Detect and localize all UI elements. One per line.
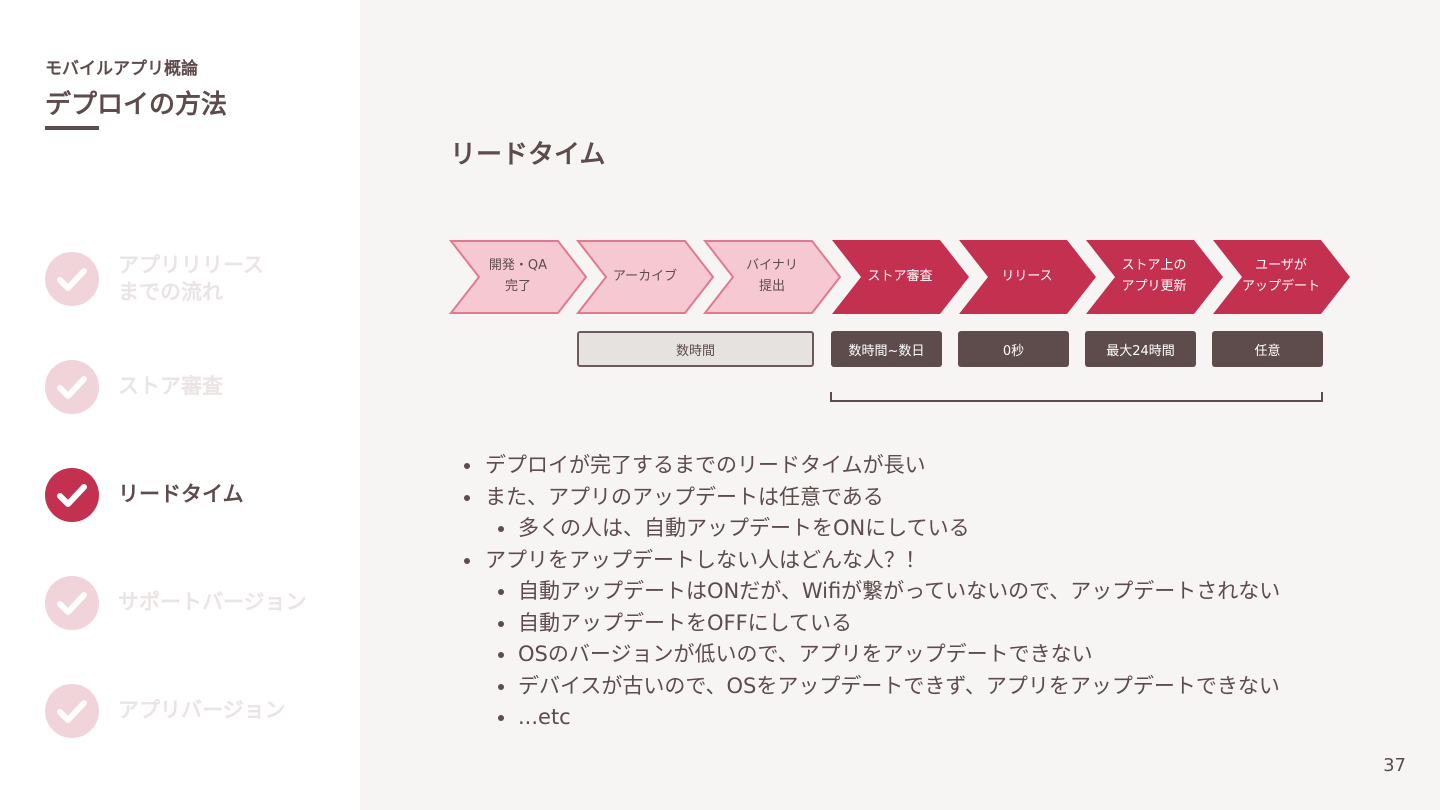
- bullet-dot: [498, 620, 504, 627]
- step-arrow: [832, 240, 969, 314]
- step-label: アーカイブ: [612, 268, 678, 284]
- bullet-text: 多くの人は、自動アップデートをONにしている: [518, 516, 970, 540]
- duration-box: 任意: [1212, 331, 1323, 367]
- step-label: バイナリ 提出: [746, 258, 798, 294]
- step-label: ストア審査: [867, 268, 933, 284]
- bullet-item: 多くの人は、自動アップデートをONにしている: [462, 513, 1382, 545]
- span-bracket: [830, 392, 1323, 402]
- bullet-item: OSのバージョンが低いので、アプリをアップデートできない: [462, 639, 1382, 671]
- step-arrow: [702, 240, 842, 314]
- toc-item-label: ストア審査: [118, 374, 223, 399]
- bullet-text: アプリをアップデートしない人はどんな人？！: [485, 547, 926, 572]
- bullet-item: 自動アップデートはONだが、Wifiが繋がっていないので、アップデートされない: [462, 576, 1382, 608]
- step-label: リリース: [1001, 268, 1053, 284]
- bullet-item: 自動アップデートをOFFにしている: [462, 608, 1382, 640]
- bullet-dot: [464, 494, 470, 501]
- step-label: ストア上の アプリ更新: [1121, 258, 1187, 294]
- duration-box: 最大24時間: [1085, 331, 1196, 367]
- course-subject: モバイルアプリ概論: [45, 59, 198, 79]
- toc-item-support-version[interactable]: サポートバージョン: [45, 576, 345, 632]
- deck-title: デプロイの方法: [45, 90, 228, 120]
- bullet-dot: [498, 652, 504, 658]
- bullet-text: ...etc: [518, 705, 571, 729]
- step-arrow: [1086, 240, 1223, 314]
- step-label: ユーザが アップデート: [1241, 258, 1320, 294]
- toc-item-release-flow[interactable]: アプリリリース までの流れ: [45, 252, 345, 308]
- check-icon: [45, 576, 99, 630]
- step-arrow: [575, 240, 715, 314]
- bullet-item: ...etc: [462, 702, 1382, 734]
- section-title: リードタイム: [450, 140, 606, 170]
- bullet-item: デバイスが古いので、OSをアップデートできず、アプリをアップデートできない: [462, 671, 1382, 703]
- bullet-dot: [498, 683, 504, 690]
- step-arrow: [1213, 240, 1350, 314]
- bullet-dot: [498, 715, 504, 721]
- step-label: 開発・QA 完了: [488, 258, 548, 294]
- deployment-flow-diagram: 開発・QA 完了 アーカイブ バイナリ 提出 ストア審査 リリース ストア上の …: [448, 240, 1350, 402]
- bullet-dot: [464, 463, 470, 469]
- bullet-text: デプロイが完了するまでのリードタイムが長い: [485, 453, 926, 477]
- check-icon: [45, 252, 99, 306]
- duration-box: 数時間~数日: [831, 331, 942, 367]
- bullet-dot: [498, 526, 504, 532]
- bullet-list: デプロイが完了するまでのリードタイムが長い また、アプリのアップデートは任意であ…: [462, 450, 1382, 734]
- step-arrow: [448, 240, 588, 314]
- toc-item-lead-time[interactable]: リードタイム: [45, 468, 345, 524]
- toc-item-label: アプリバージョン: [118, 698, 286, 723]
- toc-item-label: サポートバージョン: [118, 590, 307, 615]
- bullet-item: デプロイが完了するまでのリードタイムが長い: [462, 450, 1382, 482]
- title-underline: [45, 126, 99, 130]
- toc-item-label: リードタイム: [118, 482, 244, 507]
- duration-box: 0秒: [958, 331, 1069, 367]
- check-icon: [45, 360, 99, 414]
- sidebar: モバイルアプリ概論 デプロイの方法 アプリリリース までの流れ ストア審査 リー…: [0, 0, 360, 810]
- page-number: 37: [1383, 755, 1406, 776]
- flow-shapes: [448, 240, 1350, 402]
- check-icon: [45, 684, 99, 738]
- bullet-text: OSのバージョンが低いので、アプリをアップデートできない: [518, 642, 1093, 666]
- duration-box: 数時間: [577, 331, 814, 367]
- toc-item-label: アプリリリース までの流れ: [118, 252, 264, 304]
- toc-item-store-review[interactable]: ストア審査: [45, 360, 345, 416]
- bullet-text: 自動アップデートはONだが、Wifiが繋がっていないので、アップデートされない: [518, 579, 1281, 603]
- bullet-text: また、アプリのアップデートは任意である: [485, 484, 884, 509]
- toc-item-app-version[interactable]: アプリバージョン: [45, 684, 345, 740]
- bullet-item: アプリをアップデートしない人はどんな人？！: [462, 545, 1382, 577]
- bullet-dot: [498, 589, 504, 595]
- bullet-text: 自動アップデートをOFFにしている: [518, 610, 853, 635]
- bullet-text: デバイスが古いので、OSをアップデートできず、アプリをアップデートできない: [518, 673, 1280, 698]
- check-icon: [45, 468, 99, 522]
- step-arrow: [959, 240, 1096, 314]
- bullet-item: また、アプリのアップデートは任意である: [462, 482, 1382, 514]
- bullet-dot: [464, 557, 470, 564]
